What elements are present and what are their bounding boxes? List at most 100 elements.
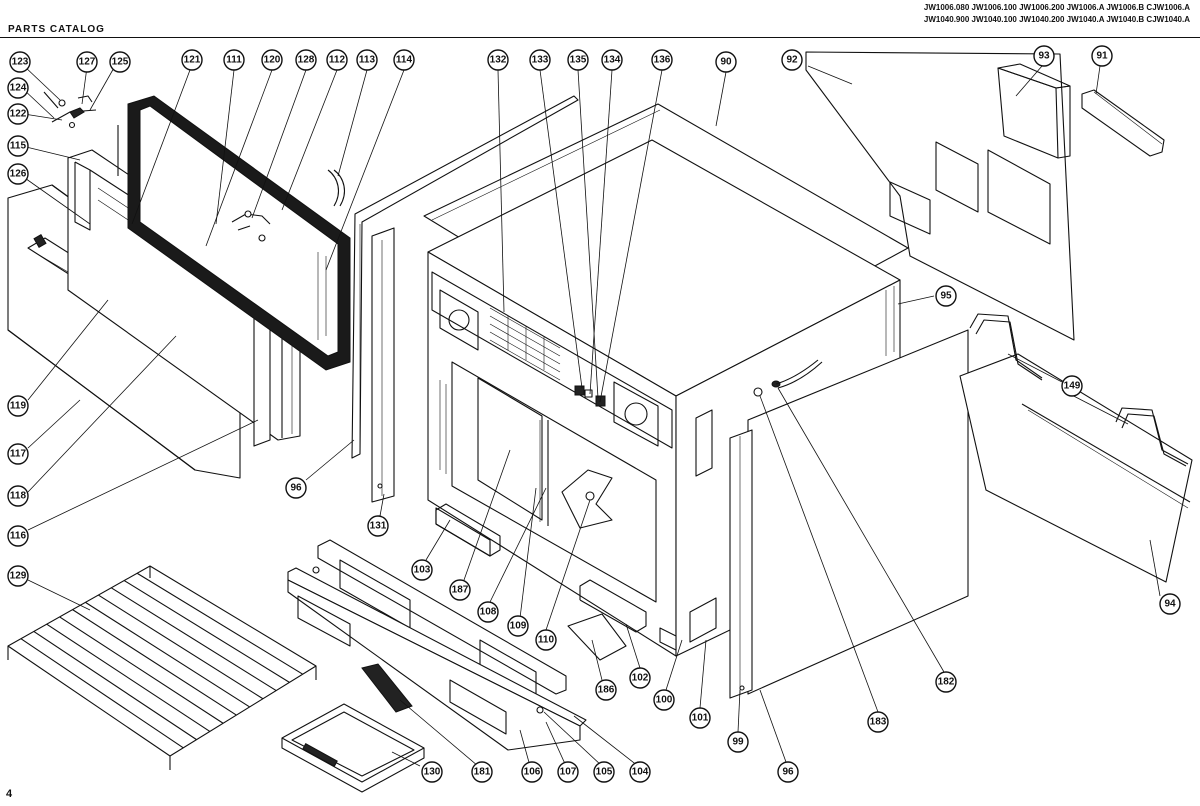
svg-text:109: 109 <box>510 621 527 632</box>
callout-187: 187 <box>449 579 471 601</box>
callout-130: 130 <box>421 761 443 783</box>
svg-text:104: 104 <box>632 767 649 778</box>
page-number: 4 <box>6 788 13 800</box>
callout-100: 100 <box>653 689 675 711</box>
model-numbers: JW1006.080 JW1006.100 JW1006.200 JW1006.… <box>924 2 1190 26</box>
outer-side-panel-94 <box>959 353 1193 583</box>
svg-text:115: 115 <box>10 141 27 152</box>
svg-text:126: 126 <box>10 169 27 180</box>
callout-132: 132 <box>487 49 509 71</box>
rack-wires <box>20 572 304 749</box>
svg-text:122: 122 <box>10 109 27 120</box>
svg-text:136: 136 <box>654 55 671 66</box>
svg-text:111: 111 <box>226 55 242 66</box>
oven-rack <box>7 565 317 770</box>
callout-99: 99 <box>727 731 749 753</box>
svg-text:186: 186 <box>598 685 615 696</box>
svg-text:90: 90 <box>720 57 732 68</box>
svg-text:114: 114 <box>396 55 413 66</box>
kick-plates <box>287 539 587 751</box>
svg-text:99: 99 <box>732 737 744 748</box>
svg-text:134: 134 <box>604 55 621 66</box>
svg-text:129: 129 <box>10 571 27 582</box>
svg-text:96: 96 <box>782 767 794 778</box>
callout-149: 149 <box>1061 375 1083 397</box>
callout-133: 133 <box>529 49 551 71</box>
callout-120: 120 <box>261 49 283 71</box>
seal-strips <box>351 95 579 503</box>
callout-94: 94 <box>1159 593 1181 615</box>
leader-lines <box>21 65 1161 767</box>
callout-116: 116 <box>7 525 29 547</box>
rack-wire <box>72 609 237 716</box>
callout-106: 106 <box>521 761 543 783</box>
svg-text:131: 131 <box>370 521 387 532</box>
callout-109: 109 <box>507 615 529 637</box>
svg-text:91: 91 <box>1096 51 1108 62</box>
callout-114: 114 <box>393 49 415 71</box>
callout-markers: 123 127 125 124 122 115 126 121 111 120 … <box>7 45 1181 783</box>
callout-104: 104 <box>629 761 651 783</box>
callout-108: 108 <box>477 601 499 623</box>
callout-124: 124 <box>7 77 29 99</box>
right-side-panel <box>729 329 969 699</box>
svg-text:103: 103 <box>414 565 431 576</box>
parts-drawing <box>7 51 1193 793</box>
svg-text:117: 117 <box>10 449 27 460</box>
rack-wire <box>20 638 184 749</box>
drip-tray <box>281 703 425 793</box>
svg-text:149: 149 <box>1064 381 1081 392</box>
svg-text:128: 128 <box>298 55 315 66</box>
callout-123: 123 <box>9 51 31 73</box>
rack-wire <box>46 623 211 732</box>
bracket-93 <box>997 63 1071 159</box>
svg-text:121: 121 <box>184 55 201 66</box>
callout-111: 111 <box>223 49 245 71</box>
callout-136: 136 <box>651 49 673 71</box>
svg-text:133: 133 <box>532 55 549 66</box>
svg-text:95: 95 <box>940 291 952 302</box>
callout-90: 90 <box>715 51 737 73</box>
callout-128: 128 <box>295 49 317 71</box>
svg-text:124: 124 <box>10 83 27 94</box>
svg-text:94: 94 <box>1164 599 1176 610</box>
callout-107: 107 <box>557 761 579 783</box>
callout-91: 91 <box>1091 45 1113 67</box>
callout-129: 129 <box>7 565 29 587</box>
callout-110: 110 <box>535 629 557 651</box>
svg-text:182: 182 <box>938 677 955 688</box>
svg-text:135: 135 <box>570 55 587 66</box>
rack-wire <box>85 601 250 708</box>
svg-text:187: 187 <box>452 585 469 596</box>
door-window-gasket <box>127 95 351 371</box>
svg-text:108: 108 <box>480 607 497 618</box>
callout-186: 186 <box>595 679 617 701</box>
svg-text:130: 130 <box>424 767 441 778</box>
callout-126: 126 <box>7 163 29 185</box>
callout-103: 103 <box>411 559 433 581</box>
filter-181 <box>361 663 413 713</box>
rack-wire <box>136 572 304 675</box>
callout-127: 127 <box>76 51 98 73</box>
svg-text:181: 181 <box>474 767 491 778</box>
callout-119: 119 <box>7 395 29 417</box>
svg-text:100: 100 <box>656 695 673 706</box>
callout-131: 131 <box>367 515 389 537</box>
svg-text:120: 120 <box>264 55 281 66</box>
rack-wire <box>110 587 277 692</box>
model-line-2: JW1040.900 JW1040.100 JW1040.200 JW1040.… <box>923 15 1190 24</box>
svg-text:113: 113 <box>359 55 376 66</box>
svg-text:92: 92 <box>786 55 798 66</box>
rack-wire <box>59 616 224 724</box>
svg-text:116: 116 <box>10 531 27 542</box>
rack-wire <box>33 630 197 741</box>
callout-117: 117 <box>7 443 29 465</box>
svg-text:107: 107 <box>560 767 577 778</box>
callout-102: 102 <box>629 667 651 689</box>
parts-catalog-label: PARTS CATALOG <box>8 24 105 35</box>
callout-115: 115 <box>7 135 29 157</box>
svg-text:110: 110 <box>538 635 555 646</box>
callout-122: 122 <box>7 103 29 125</box>
callout-105: 105 <box>593 761 615 783</box>
